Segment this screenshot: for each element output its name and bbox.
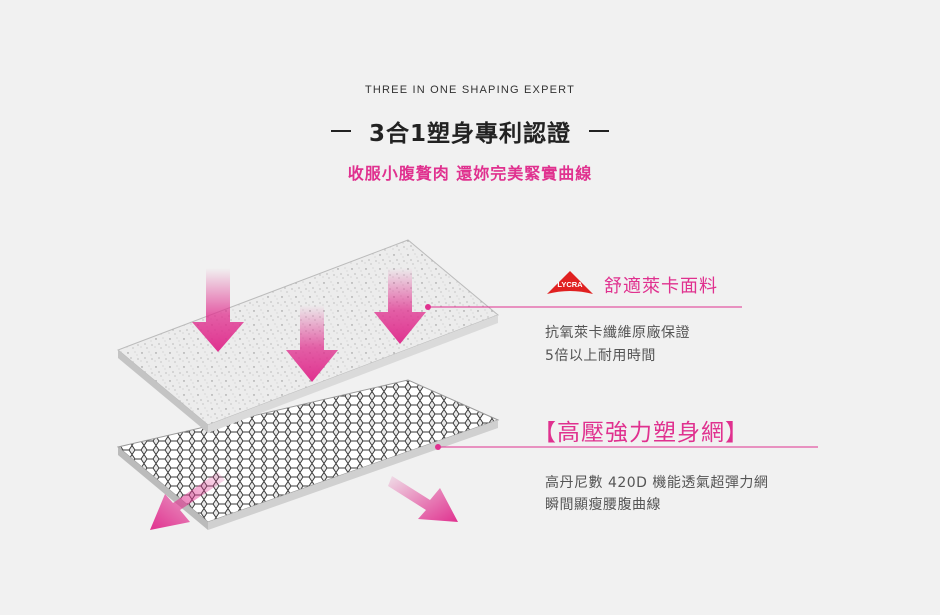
svg-text:LYCRA: LYCRA xyxy=(557,280,583,289)
feature-bottom-desc-2: 瞬間顯瘦腰腹曲線 xyxy=(545,497,661,513)
feature-top-desc-1: 抗氧萊卡纖維原廠保證 xyxy=(545,325,690,341)
feature-bottom-desc-1: 高丹尼數 420D 機能透氣超彈力網 xyxy=(545,475,769,491)
lycra-logo-icon: LYCRA xyxy=(547,271,593,294)
arrow-down-icon-2 xyxy=(286,305,338,382)
arrow-out-left-icon xyxy=(150,472,225,530)
title-row: 3合1塑身專利認證 xyxy=(0,114,940,148)
arrow-down-icon-3 xyxy=(374,268,426,344)
page-subtitle: 收服小腹贅肉 還妳完美緊實曲線 xyxy=(347,164,593,183)
feature-top-desc-2: 5倍以上耐用時間 xyxy=(545,348,656,364)
callout-bottom xyxy=(435,444,818,450)
title-dash-right xyxy=(589,130,609,132)
title-dash-left xyxy=(330,130,351,132)
arrow-out-right-icon xyxy=(388,476,458,522)
page-title: 3合1塑身專利認證 xyxy=(368,121,571,147)
eyebrow-text: THREE IN ONE SHAPING EXPERT xyxy=(364,84,576,96)
feature-top-title: 舒適萊卡面料 xyxy=(604,276,718,297)
arrow-down-icon-1 xyxy=(192,268,244,352)
feature-bottom-title: 【高壓強力塑身網】 xyxy=(533,420,749,446)
callout-top xyxy=(425,304,742,310)
